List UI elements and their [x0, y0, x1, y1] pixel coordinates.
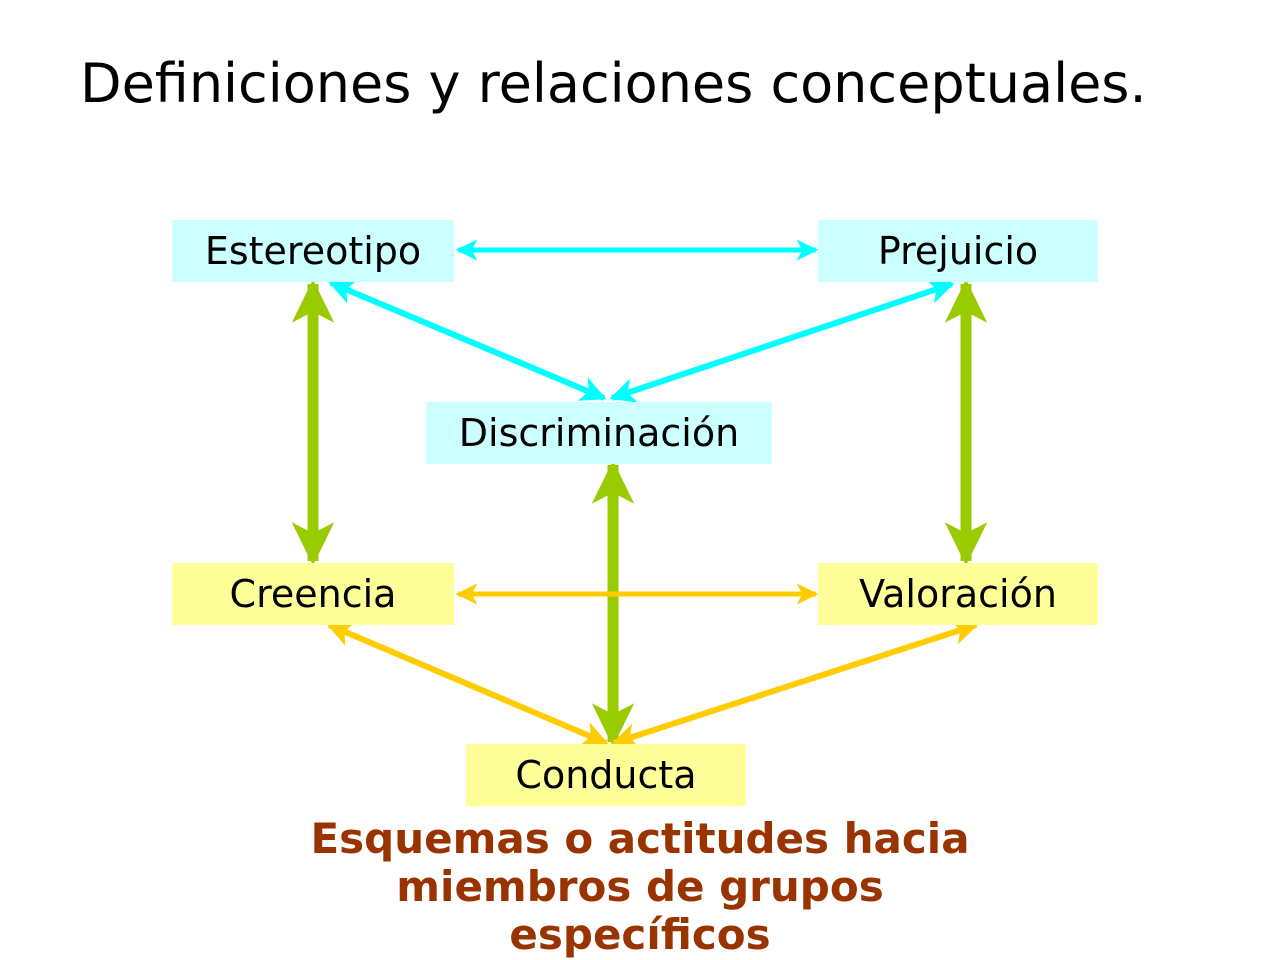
node-discriminacion[interactable]: Discriminación: [426, 402, 772, 464]
node-creencia[interactable]: Creencia: [172, 563, 454, 625]
node-prejuicio[interactable]: Prejuicio: [818, 220, 1098, 282]
node-discriminacion-label: Discriminación: [458, 411, 740, 455]
node-prejuicio-label: Prejuicio: [877, 229, 1039, 273]
edge-creencia-conducta: [326, 622, 609, 746]
edge-estereotipo-discriminacion: [328, 280, 607, 401]
caption-line-1: Esquemas o actitudes hacia: [310, 814, 970, 863]
node-estereotipo[interactable]: Estereotipo: [172, 220, 454, 282]
node-valoracion[interactable]: Valoración: [818, 563, 1098, 625]
edge-conducta-valoracion: [611, 620, 979, 748]
node-estereotipo-label: Estereotipo: [204, 229, 422, 273]
caption-line-3: específicos: [509, 910, 771, 959]
caption-line-2: miembros de grupos: [396, 862, 884, 911]
node-valoracion-label: Valoración: [859, 572, 1057, 616]
node-conducta-label: Conducta: [515, 753, 697, 797]
page-title: Definiciones y relaciones conceptuales.: [80, 52, 1147, 115]
edge-discriminacion-prejuicio: [609, 279, 955, 403]
node-creencia-label: Creencia: [229, 572, 397, 616]
diagram-caption: Esquemas o actitudes hacia miembros de g…: [240, 815, 1040, 959]
node-conducta[interactable]: Conducta: [466, 744, 746, 806]
